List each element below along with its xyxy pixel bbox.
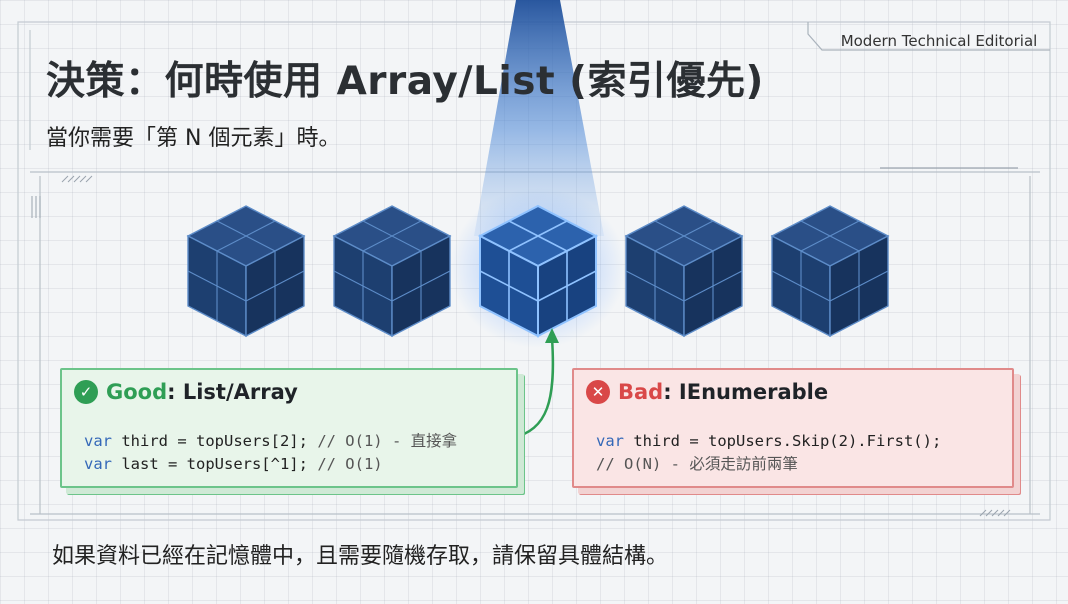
cube: [186, 205, 306, 338]
cube-row: [186, 204, 890, 338]
code-text: third = topUsers[2];: [112, 432, 318, 450]
style-tag: Modern Technical Editorial: [840, 32, 1038, 50]
good-label: Good: [106, 380, 168, 404]
code-text: third = topUsers.Skip(2).First();: [624, 432, 942, 450]
highlighted-cube: [477, 204, 599, 338]
arrow-head-icon: [545, 328, 559, 343]
check-circle-icon: ✓: [74, 380, 98, 404]
keyword: var: [596, 432, 624, 450]
code-comment: // O(1): [317, 455, 383, 473]
cube: [770, 205, 890, 338]
frame-hatch: [31, 175, 1011, 517]
pointer-arrow: [511, 337, 555, 440]
page-subtitle: 當你需要「第 N 個元素」時。: [46, 126, 341, 151]
keyword: var: [84, 432, 112, 450]
cube: [332, 205, 452, 338]
footer-note: 如果資料已經在記憶體中，且需要隨機存取，請保留具體結構。: [52, 544, 669, 569]
good-code-block: var third = topUsers[2]; // O(1) - 直接拿 v…: [84, 430, 457, 476]
code-text: last = topUsers[^1];: [112, 455, 318, 473]
bad-label: Bad: [618, 380, 664, 404]
code-comment: // O(N) - 必須走訪前兩筆: [596, 455, 798, 473]
good-example-card: ✓ Good : List/Array var third = topUsers…: [60, 368, 518, 488]
page-title: 決策：何時使用 Array/List (索引優先): [46, 59, 764, 104]
keyword: var: [84, 455, 112, 473]
bad-title: : IEnumerable: [663, 380, 829, 404]
bad-example-card: ✕ Bad : IEnumerable var third = topUsers…: [572, 368, 1014, 488]
bad-code-block: var third = topUsers.Skip(2).First(); //…: [596, 430, 941, 476]
code-comment: // O(1) - 直接拿: [317, 432, 458, 450]
spotlight-beam: [474, 0, 604, 236]
bad-card-header: ✕ Bad : IEnumerable: [586, 380, 828, 404]
good-card-header: ✓ Good : List/Array: [74, 380, 298, 404]
x-circle-icon: ✕: [586, 380, 610, 404]
cube: [624, 205, 744, 338]
good-title: : List/Array: [167, 380, 298, 404]
